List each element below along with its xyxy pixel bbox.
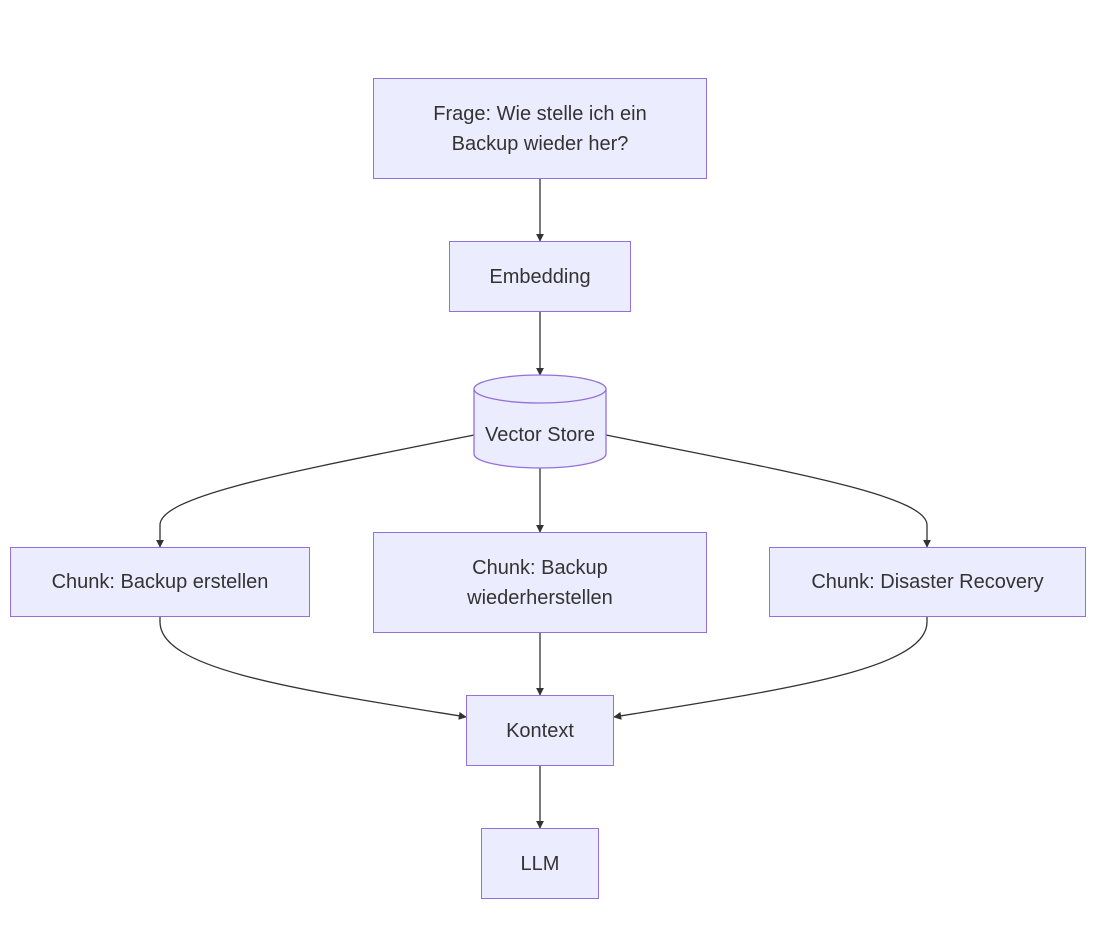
edge-vector-store-to-chunk-disaster-recovery xyxy=(605,434,931,548)
node-chunk-backup-wiederherstellen-label: Chunk: Backup wiederherstellen xyxy=(467,556,613,609)
node-vector-store-label: Vector Store xyxy=(484,424,596,446)
node-llm-label: LLM xyxy=(520,852,560,875)
node-kontext-label: Kontext xyxy=(506,719,574,742)
node-chunk-backup-erstellen-label: Chunk: Backup erstellen xyxy=(51,571,269,593)
edge-vector-store-to-chunk-backup-erstellen xyxy=(156,434,475,548)
node-chunk-disaster-recovery: Chunk: Disaster Recovery xyxy=(769,547,1086,617)
node-embedding: Embedding xyxy=(449,241,631,312)
node-frage: Frage: Wie stelle ich ein Backup wieder … xyxy=(373,78,707,179)
node-chunk-disaster-recovery-label: Chunk: Disaster Recovery xyxy=(811,571,1044,593)
node-frage-label: Frage: Wie stelle ich ein Backup wieder … xyxy=(433,102,647,155)
edge-chunk-disaster-recovery-to-kontext xyxy=(613,617,928,720)
node-chunk-backup-erstellen: Chunk: Backup erstellen xyxy=(10,547,310,617)
node-chunk-backup-wiederherstellen: Chunk: Backup wiederherstellen xyxy=(373,532,707,633)
node-llm: LLM xyxy=(481,828,599,899)
node-kontext: Kontext xyxy=(466,695,614,766)
vector-store-cylinder xyxy=(473,374,607,469)
edge-chunk-backup-erstellen-to-kontext xyxy=(159,617,467,720)
node-embedding-label: Embedding xyxy=(489,265,591,288)
